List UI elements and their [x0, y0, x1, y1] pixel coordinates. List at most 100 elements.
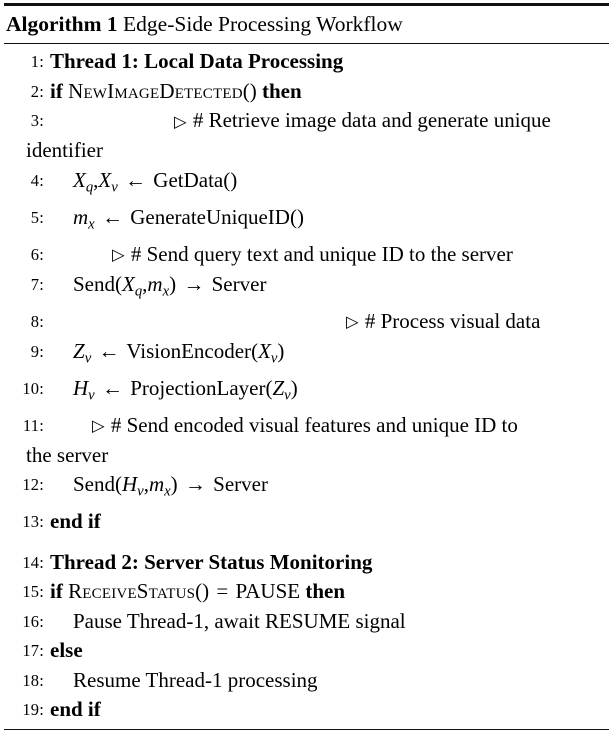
comment-hash: #: [110, 412, 122, 437]
comment-text: Process visual data: [380, 308, 541, 333]
comment-triangle-icon: ▷: [174, 111, 187, 131]
algorithm-line-11: 11: ▷ # Send encoded visual features and…: [4, 411, 609, 471]
line-content: Thread 2: Server Status Monitoring: [50, 548, 609, 578]
algorithm-lines: 1: Thread 1: Local Data Processing 2: if…: [4, 44, 609, 725]
variable-zv-subscript: v: [84, 350, 92, 367]
line-content: Zv ← VisionEncoder(Xv): [50, 337, 609, 374]
variable-zv: Z: [73, 338, 85, 363]
keyword-end-if: end if: [50, 509, 101, 534]
line-content: ▷ # Send encoded visual features and uni…: [50, 411, 609, 441]
line-content: Hv ← ProjectionLayer(Zv): [50, 374, 609, 411]
comment-triangle-icon: ▷: [112, 245, 125, 265]
assign-arrow: ←: [125, 167, 147, 192]
assign-arrow: ←: [101, 375, 123, 400]
line-number: 17:: [22, 641, 44, 661]
assign-arrow: ←: [98, 338, 120, 363]
algorithm-line-16: 16: Pause Thread-1, await RESUME signal: [4, 607, 609, 637]
line-number: 16:: [22, 611, 44, 631]
variable-xq-subscript: q: [134, 283, 143, 300]
line-content: Send(Xq,mx) → Server: [50, 270, 609, 307]
paren-open: (: [115, 271, 122, 296]
algorithm-line-7: 7: Send(Xq,mx) → Server: [4, 270, 609, 307]
variable-zv-subscript: v: [284, 387, 291, 404]
line-number: 15:: [22, 582, 44, 602]
algorithm-line-10: 10: Hv ← ProjectionLayer(Zv): [4, 374, 609, 411]
line-number: 1:: [30, 52, 44, 72]
line-number: 11:: [22, 415, 44, 435]
variable-xv-subscript: v: [270, 350, 278, 367]
comma: ,: [142, 271, 148, 296]
algorithm-line-14: 14: Thread 2: Server Status Monitoring: [4, 548, 609, 578]
assign-arrow: ←: [101, 204, 123, 229]
paren-open: (: [251, 338, 259, 363]
target-server: Server: [213, 472, 268, 497]
variable-xv: X: [98, 167, 112, 192]
send-arrow: →: [183, 271, 205, 296]
keyword-then: then: [305, 579, 346, 604]
line-content: end if: [50, 507, 609, 537]
line-number: 6:: [30, 244, 44, 264]
variable-mx: m: [148, 472, 165, 497]
algorithm-block: Algorithm 1 Edge-Side Processing Workflo…: [0, 3, 615, 730]
line-number: 18:: [22, 670, 44, 690]
variable-mx-subscript: x: [162, 283, 170, 300]
algorithm-line-3: 3: ▷ # Retrieve image data and generate …: [4, 106, 609, 166]
variable-mx-subscript: x: [164, 483, 171, 500]
parens: (): [195, 579, 210, 604]
keyword-end-if: end if: [50, 697, 101, 722]
function-getdata: GetData: [153, 167, 224, 192]
paren-close: ): [170, 472, 178, 497]
variable-hv-subscript: v: [88, 387, 95, 404]
comment-triangle-icon: ▷: [346, 312, 359, 332]
comment-text: Retrieve image data and generate unique: [208, 108, 551, 133]
procedure-call-name: NewImageDetected: [68, 78, 243, 103]
line-number: 19:: [22, 700, 44, 720]
comment-text: Send query text and unique ID to the ser…: [146, 241, 513, 266]
variable-xq: X: [122, 271, 135, 296]
line-content: ▷ # Process visual data: [50, 307, 609, 337]
variable-mx: m: [73, 204, 89, 229]
line-content: if ReceiveStatus() = PAUSE then: [50, 577, 609, 607]
line-number: 2:: [30, 81, 44, 101]
keyword-else: else: [50, 638, 83, 663]
line-number: 4:: [30, 170, 44, 190]
comment-hash: #: [192, 108, 204, 133]
line-content: end if: [50, 695, 609, 725]
function-send: Send: [73, 472, 115, 497]
parens: (): [289, 204, 304, 229]
algorithm-line-5: 5: mx ← GenerateUniqueID(): [4, 203, 609, 240]
comma: ,: [93, 167, 99, 192]
function-projectionlayer: ProjectionLayer: [130, 375, 266, 400]
algorithm-line-6: 6: ▷ # Send query text and unique ID to …: [4, 240, 609, 270]
line-content: ▷ # Send query text and unique ID to the…: [50, 240, 609, 270]
parens: (): [242, 78, 257, 103]
target-server: Server: [211, 271, 267, 296]
variable-hv-subscript: v: [137, 483, 144, 500]
comma: ,: [143, 472, 149, 497]
algorithm-line-15: 15: if ReceiveStatus() = PAUSE then: [4, 577, 609, 607]
algorithm-line-8: 8: ▷ # Process visual data: [4, 307, 609, 337]
function-send: Send: [73, 271, 115, 296]
variable-xq-subscript: q: [85, 179, 94, 196]
line-content: else: [50, 636, 609, 666]
algorithm-line-9: 9: Zv ← VisionEncoder(Xv): [4, 337, 609, 374]
equals-sign: =: [216, 579, 229, 604]
line-content: Resume Thread-1 processing: [73, 667, 318, 692]
paren-close: ): [169, 271, 177, 296]
caption-number: 1: [106, 12, 118, 36]
line-number: 12:: [22, 475, 44, 495]
algorithm-line-19: 19: end if: [4, 695, 609, 725]
top-rule: [4, 3, 609, 6]
variable-zv: Z: [272, 375, 285, 400]
status-value-pause: PAUSE: [235, 579, 301, 604]
algorithm-caption: Algorithm 1 Edge-Side Processing Workflo…: [4, 6, 609, 43]
algorithm-line-17: 17: else: [4, 636, 609, 666]
variable-hv: H: [73, 375, 89, 400]
thread-heading-text: Thread 2: Server Status Monitoring: [50, 549, 373, 574]
line-number: 8:: [30, 311, 44, 331]
comment-hash: #: [130, 241, 142, 266]
keyword-then: then: [262, 78, 302, 103]
algorithm-line-12: 12: Send(Hv,mx) → Server: [4, 470, 609, 507]
variable-mx: m: [147, 271, 163, 296]
paren-open: (: [115, 472, 122, 497]
